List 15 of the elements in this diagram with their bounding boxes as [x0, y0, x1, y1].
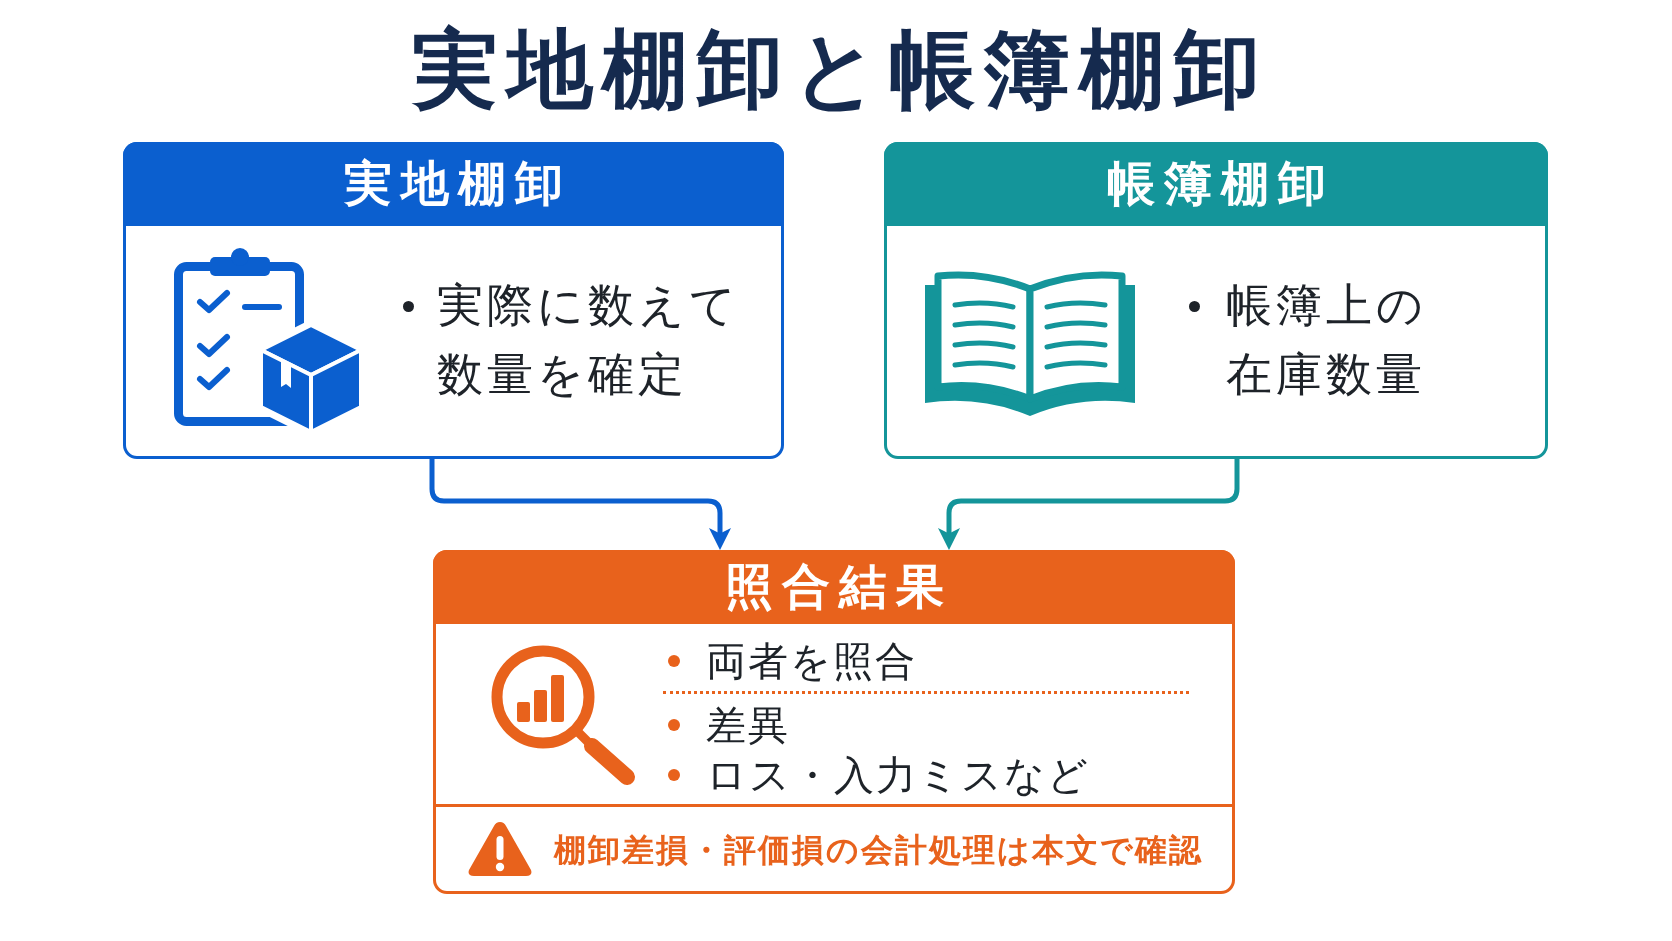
note-text: 棚卸差損・評価損の会計処理は本文で確認 — [554, 830, 1203, 870]
card — [884, 142, 1548, 459]
card — [123, 142, 784, 459]
card-header: 実地棚卸 — [123, 142, 784, 226]
bullet-text: 実際に数えて数量を確定 — [437, 277, 741, 403]
arrow — [429, 459, 731, 551]
bullet-text: 差異 — [706, 701, 790, 749]
card — [433, 550, 1235, 894]
card-header: 帳簿棚卸 — [884, 142, 1548, 226]
arrow — [938, 459, 1240, 551]
bullet-text: 両者を照合 — [706, 637, 917, 685]
bullet-text: 帳簿上の在庫数量 — [1226, 277, 1428, 403]
card-header: 照合結果 — [433, 550, 1235, 624]
bullet-text: ロス・入力ミスなど — [706, 751, 1090, 799]
title: 実地棚卸と帳簿棚卸 — [411, 22, 1269, 116]
